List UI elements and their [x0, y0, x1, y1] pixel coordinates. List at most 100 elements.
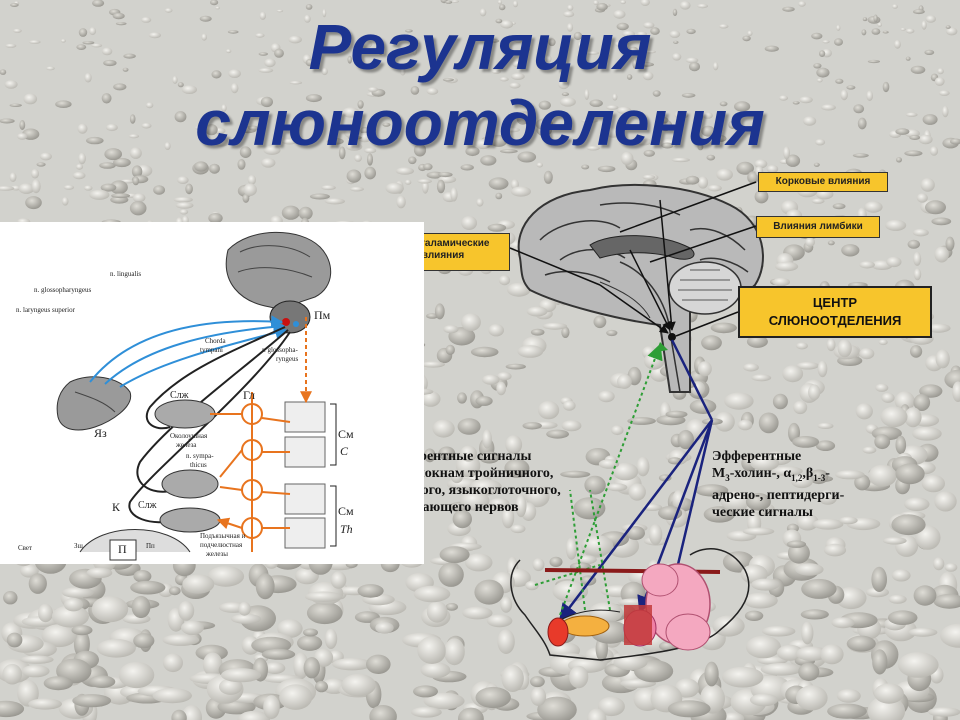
pebble	[586, 145, 600, 151]
pebble	[648, 524, 663, 545]
pebble	[643, 22, 655, 29]
pebble	[462, 606, 493, 620]
pebble	[18, 183, 35, 194]
pebble	[836, 24, 841, 31]
pebble	[417, 636, 446, 664]
pebble	[475, 139, 491, 150]
pebble	[710, 322, 737, 334]
pebble	[237, 159, 246, 170]
pebble	[517, 151, 537, 163]
pebble	[894, 391, 915, 412]
pebble	[503, 116, 513, 121]
pebble	[613, 654, 648, 671]
pebble	[305, 591, 343, 602]
pebble	[532, 558, 545, 572]
pebble	[63, 597, 84, 612]
pebble	[892, 4, 898, 9]
pebble	[643, 149, 655, 157]
pebble	[702, 112, 713, 119]
pebble	[470, 346, 499, 358]
label-n-sympa: n. sympa-	[186, 452, 214, 460]
pebble	[426, 87, 439, 95]
label-tympani: tympani	[200, 346, 223, 354]
pebble	[645, 50, 657, 54]
pebble	[321, 67, 328, 76]
pebble	[324, 198, 345, 205]
pebble	[891, 569, 911, 582]
pebble	[210, 0, 219, 6]
pebble	[101, 47, 113, 56]
pebble	[766, 165, 779, 173]
pebble	[537, 696, 577, 720]
pebble	[580, 535, 614, 556]
pebble	[438, 172, 453, 178]
pebble	[596, 3, 608, 11]
pebble	[775, 261, 799, 272]
pebble	[821, 104, 836, 111]
pebble	[589, 99, 603, 107]
pebble	[38, 603, 53, 623]
pebble	[873, 14, 878, 23]
label-thicus: thicus	[190, 461, 207, 469]
pebble	[4, 80, 18, 89]
pebble	[661, 142, 674, 149]
pebble	[445, 344, 455, 355]
pebble	[128, 134, 140, 139]
pebble	[460, 445, 477, 462]
pebble	[55, 100, 72, 108]
pebble	[525, 485, 550, 508]
pebble	[25, 196, 42, 210]
pebble	[887, 610, 918, 625]
pebble	[859, 348, 875, 360]
pebble	[846, 635, 876, 652]
pebble	[840, 89, 848, 101]
pebble	[737, 419, 753, 431]
label-zhelezy: железы	[206, 550, 229, 558]
pebble	[51, 605, 89, 628]
pebble	[247, 175, 256, 185]
pebble	[488, 324, 505, 337]
pebble	[816, 67, 830, 78]
pebble	[864, 201, 883, 213]
pebble	[451, 0, 460, 3]
pebble	[221, 104, 227, 112]
pebble	[400, 68, 406, 76]
pebble	[227, 30, 239, 34]
pebble	[837, 339, 852, 358]
pebble	[613, 9, 626, 19]
pebble	[862, 446, 877, 454]
pebble	[904, 407, 922, 428]
pebble	[795, 563, 824, 576]
label-th: Th	[340, 522, 353, 536]
pebble	[530, 687, 547, 706]
pebble	[672, 490, 686, 510]
pebble	[258, 52, 268, 56]
pebble	[181, 85, 197, 94]
pebble	[874, 434, 891, 450]
pebble	[877, 22, 882, 27]
pebble	[347, 135, 362, 140]
pebble	[465, 146, 480, 157]
pebble	[878, 339, 888, 346]
pebble	[921, 474, 946, 493]
pebble	[616, 106, 632, 114]
pebble	[783, 146, 790, 160]
pebble	[894, 39, 901, 49]
pebble	[895, 435, 907, 455]
pebble	[123, 53, 136, 59]
pebble	[912, 228, 929, 237]
label-sm-2: См	[338, 504, 354, 518]
pebble	[0, 118, 15, 124]
pebble	[164, 8, 173, 13]
pebble	[747, 30, 753, 37]
pebble	[606, 105, 619, 110]
pebble	[385, 182, 404, 194]
pebble	[862, 17, 868, 22]
pebble	[801, 621, 814, 645]
pebble	[238, 601, 251, 616]
pebble	[724, 392, 754, 410]
pebble	[0, 69, 7, 75]
pebble	[722, 666, 764, 688]
pebble	[573, 497, 606, 520]
pebble	[798, 1, 806, 7]
